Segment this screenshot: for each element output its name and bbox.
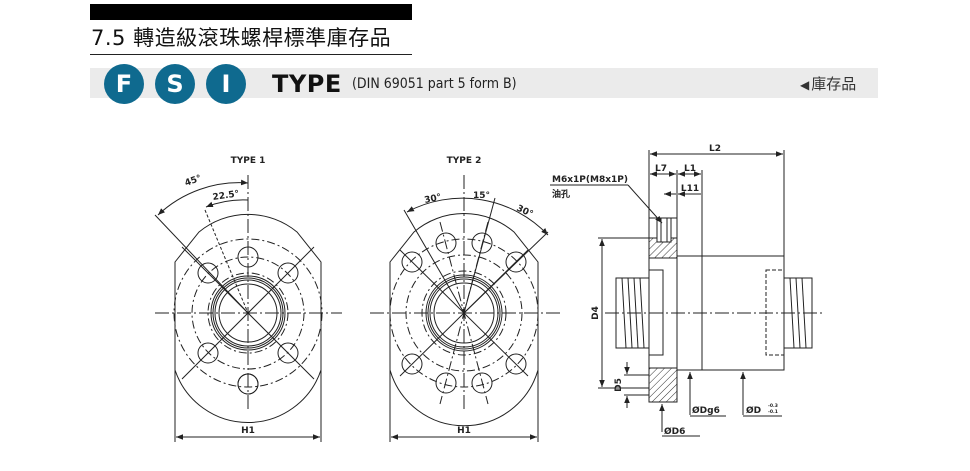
type2-angle-15: 15° (473, 191, 490, 201)
side-view-drawing: L2 L7 L1 L11 M6x1P(M8x1P) 油孔 D4 D5 ØD6 Ø… (550, 144, 825, 437)
badge-i: I (206, 64, 246, 104)
title-divider (90, 54, 412, 55)
dim-l1: L1 (684, 164, 696, 174)
badge-s: S (155, 64, 195, 104)
stock-link[interactable]: ◀庫存品 (800, 73, 856, 96)
dim-l7: L7 (655, 164, 667, 174)
type2-drawing: TYPE 2 30° 15° 30° H1 (370, 156, 560, 442)
type1-title: TYPE 1 (231, 156, 266, 166)
type2-bolt-holes (401, 232, 527, 394)
section-top-bar (90, 4, 412, 20)
dim-d4: D4 (591, 306, 601, 320)
oil-hole-thread: M6x1P(M8x1P) (552, 175, 628, 185)
type1-drawing: TYPE 1 45° 22.5° H1 (154, 156, 342, 442)
triangle-left-icon: ◀ (800, 78, 810, 92)
dim-dg6: ØDg6 (692, 405, 720, 416)
section-title: 7.5 轉造級滾珠螺桿標準庫存品 (91, 26, 392, 50)
dim-l11: L11 (681, 184, 699, 194)
type2-angle-30-left: 30° (424, 193, 443, 206)
dim-d5: D5 (614, 378, 624, 392)
oil-hole-label: 油孔 (552, 188, 570, 200)
dim-d6: ØD6 (664, 426, 685, 437)
dim-d-tol-lower: -0.1 (768, 409, 778, 415)
type-label: TYPE (272, 70, 342, 98)
type2-title: TYPE 2 (447, 156, 482, 166)
type2-angle-30-right: 30° (515, 204, 535, 220)
stock-link-label: 庫存品 (811, 75, 857, 93)
din-standard-label: (DIN 69051 part 5 form B) (352, 76, 517, 92)
dim-d-tol-upper: -0.3 (768, 403, 778, 409)
type1-angle-45: 45° (184, 174, 203, 189)
type1-angle-22-5: 22.5° (212, 189, 240, 203)
dim-d: ØD (746, 405, 761, 416)
badge-f: F (104, 64, 144, 104)
type1-h1-label: H1 (241, 426, 255, 436)
dim-l2: L2 (709, 144, 721, 154)
type2-h1-label: H1 (457, 426, 471, 436)
